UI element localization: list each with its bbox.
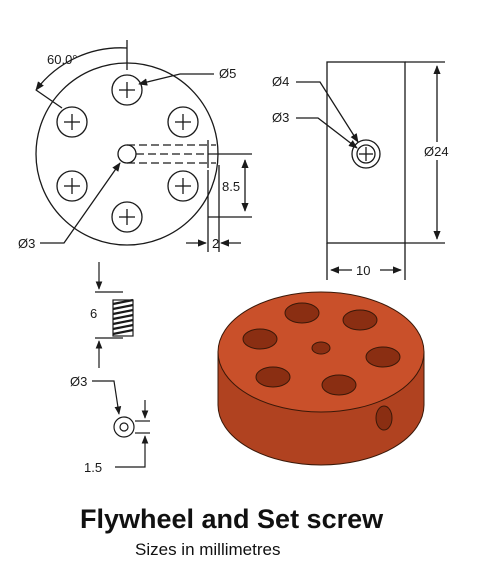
shaft-hole bbox=[117, 144, 137, 164]
hole-upper-right bbox=[167, 106, 199, 138]
thickness-label: 10 bbox=[356, 263, 370, 278]
hole-upper-left bbox=[56, 106, 88, 138]
flywheel-3d-side-hole bbox=[375, 405, 393, 431]
side-inner-dia-label: Ø3 bbox=[272, 110, 289, 125]
screw-head-label: 1.5 bbox=[84, 460, 102, 475]
set-screw-end bbox=[92, 380, 150, 468]
set-screw-side bbox=[95, 262, 134, 368]
angle-leader bbox=[35, 89, 63, 109]
shaft-dia-leader bbox=[40, 162, 121, 244]
offset-label: 8.5 bbox=[222, 179, 240, 194]
hole-dia-leader bbox=[138, 73, 214, 86]
side-view bbox=[296, 61, 445, 280]
hole-top bbox=[111, 74, 143, 106]
page-subtitle: Sizes in millimetres bbox=[135, 540, 281, 559]
screw-dia-leader bbox=[92, 380, 122, 415]
screw-length-label: 6 bbox=[90, 306, 97, 321]
angle-arc bbox=[35, 47, 128, 91]
angle-label: 60.0° bbox=[47, 52, 78, 67]
hole-lower-right bbox=[167, 170, 199, 202]
side-inner-leader bbox=[296, 117, 358, 149]
set-screw-channel-hidden bbox=[127, 144, 216, 164]
page-title: Flywheel and Set screw bbox=[80, 504, 384, 534]
side-outer-leader bbox=[296, 81, 359, 143]
hole-dia-label: Ø5 bbox=[219, 66, 236, 81]
side-outer-dia-label: Ø4 bbox=[272, 74, 289, 89]
side-hole-outer bbox=[351, 139, 381, 169]
technical-drawing: 60.0° Ø5 Ø3 8.5 2 Ø24 Ø4 Ø3 10 6 bbox=[18, 40, 449, 475]
outer-dia-label: Ø24 bbox=[424, 144, 449, 159]
shaft-dia-label: Ø3 bbox=[18, 236, 35, 251]
flywheel-3d bbox=[217, 291, 425, 466]
depth-label: 2 bbox=[212, 236, 219, 251]
hole-bottom bbox=[111, 201, 143, 233]
hole-lower-left bbox=[56, 170, 88, 202]
screw-dia-label: Ø3 bbox=[70, 374, 87, 389]
front-view bbox=[35, 40, 252, 252]
side-hole-inner bbox=[356, 144, 376, 164]
side-outline bbox=[326, 61, 406, 244]
